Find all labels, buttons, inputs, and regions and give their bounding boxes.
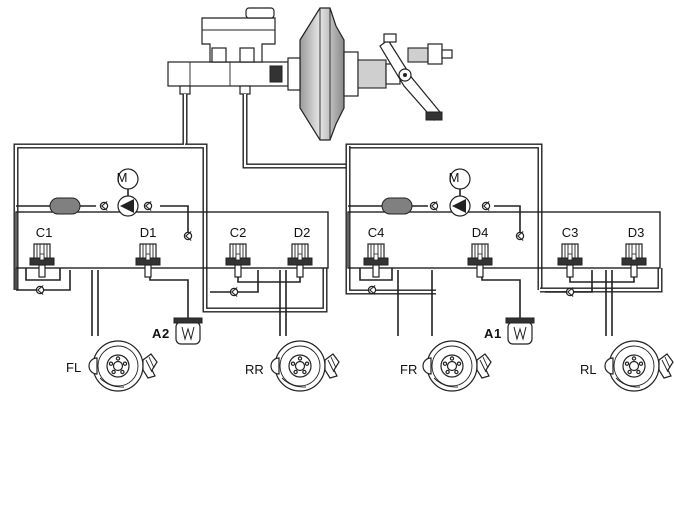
check-valve-icon xyxy=(229,286,239,298)
check-valve-icon xyxy=(99,200,109,212)
solenoid-valve-c3 xyxy=(557,243,583,278)
valve-label-d2: D2 xyxy=(294,225,311,240)
valve-label-c2: C2 xyxy=(230,225,247,240)
accumulator-chamber xyxy=(381,197,413,215)
accumulator-a1-icon xyxy=(505,317,535,345)
accumulator-label-a1-number: 1 xyxy=(494,326,501,341)
accumulator-label-a2-letter: A xyxy=(152,326,162,341)
master-cylinder xyxy=(167,7,289,95)
check-valve-icon xyxy=(143,200,153,212)
motor-label-right: M xyxy=(449,170,460,185)
valve-label-d1: D1 xyxy=(140,225,157,240)
wheel-label-rr: RR xyxy=(245,362,264,377)
check-valve-icon xyxy=(367,284,377,296)
check-valve-icon xyxy=(565,286,575,298)
check-valve-icon xyxy=(429,200,439,212)
accumulator-a2-icon xyxy=(173,317,203,345)
solenoid-valve-d3 xyxy=(621,243,647,278)
accumulator-label-a2-number: 2 xyxy=(162,326,169,341)
wheel-label-fl: FL xyxy=(66,360,81,375)
valve-label-d3: D3 xyxy=(628,225,645,240)
wheel-brake-rr-icon xyxy=(270,340,340,392)
wheel-label-fr: FR xyxy=(400,362,417,377)
accumulator-label-a1-letter: A xyxy=(484,326,494,341)
check-valve-icon xyxy=(515,230,525,242)
solenoid-valve-d1 xyxy=(135,243,161,278)
wheel-brake-rl-icon xyxy=(604,340,674,392)
solenoid-valve-c1 xyxy=(29,243,55,278)
valve-label-c3: C3 xyxy=(562,225,579,240)
valve-label-d4: D4 xyxy=(472,225,489,240)
right-hydraulic-unit xyxy=(347,168,661,345)
check-valve-icon xyxy=(183,230,193,242)
brake-pedal xyxy=(379,33,453,121)
solenoid-valve-c2 xyxy=(225,243,251,278)
wheel-label-rl: RL xyxy=(580,362,597,377)
hydraulic-lines xyxy=(13,94,663,313)
left-hydraulic-unit xyxy=(15,168,329,345)
check-valve-icon xyxy=(481,200,491,212)
wheel-brake-fr-icon xyxy=(422,340,492,392)
wheel-brake-fl-icon xyxy=(88,340,158,392)
accumulator-chamber xyxy=(49,197,81,215)
motor-label-left: M xyxy=(117,170,128,185)
valve-label-c4: C4 xyxy=(368,225,385,240)
check-valve-icon xyxy=(35,284,45,296)
brake-booster xyxy=(287,7,408,141)
solenoid-valve-d2 xyxy=(287,243,313,278)
solenoid-valve-c4 xyxy=(363,243,389,278)
valve-label-c1: C1 xyxy=(36,225,53,240)
solenoid-valve-d4 xyxy=(467,243,493,278)
